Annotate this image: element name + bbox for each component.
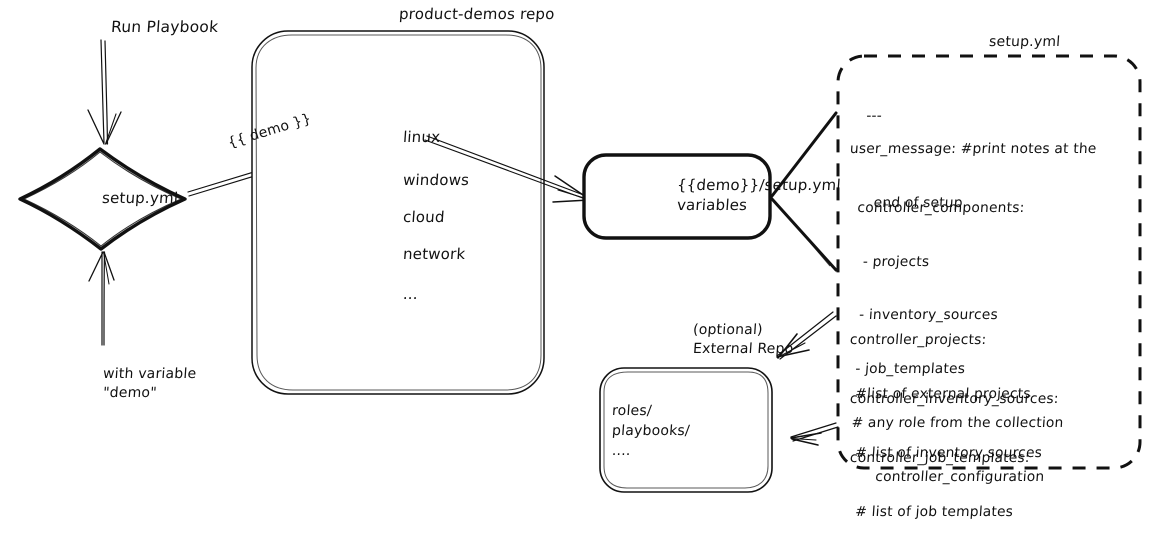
- repo-item-network: network: [402, 245, 466, 263]
- label-with-variable-line2: "demo": [102, 385, 158, 401]
- setup-yml-line: controller_inventory_sources:: [849, 390, 1060, 407]
- setup-yml-block-controller-job-templates: controller_job_templates: # list of job …: [843, 414, 1033, 557]
- label-product-demos-repo-title: product-demos repo: [398, 5, 556, 23]
- arrow-projects-to-external-repo: [776, 311, 837, 360]
- repo-item-cloud: cloud: [402, 208, 446, 226]
- node-setup-diamond: [18, 147, 187, 251]
- label-external-repo-title-line2: External Repo: [692, 341, 794, 357]
- diagram-vector-layer: [18, 30, 1142, 493]
- label-setup-diamond: setup.yml: [101, 189, 179, 207]
- external-repo-item-playbooks: playbooks/: [611, 423, 691, 439]
- setup-yml-line: # list of job templates: [845, 503, 1014, 520]
- node-vars-box: [582, 153, 772, 240]
- setup-yml-line: controller_components:: [856, 199, 1026, 216]
- external-repo-item-ellipsis: ....: [611, 443, 632, 459]
- repo-item-linux: linux: [402, 128, 441, 146]
- node-product-demos-repo-box: [251, 30, 545, 395]
- label-external-repo-title-line1: (optional): [692, 322, 764, 338]
- node-external-repo-box: [599, 367, 773, 493]
- diagram-canvas: Run Playbook with variable "demo" setup.…: [18, 5, 1142, 520]
- arrow-run-playbook: [87, 39, 122, 145]
- setup-yml-line: controller_job_templates:: [849, 449, 1031, 466]
- node-setup-yml-dashed-box: [836, 54, 1142, 470]
- setup-yml-line: - projects: [853, 253, 930, 270]
- arrow-with-variable: [88, 251, 115, 346]
- repo-item-ellipsis: ...: [402, 285, 419, 303]
- node-setup-diamond-inner-stroke: [23, 151, 183, 247]
- label-with-variable-line1: with variable: [102, 366, 197, 382]
- setup-yml-line: controller_projects:: [849, 331, 987, 348]
- node-external-repo-box-inner: [603, 371, 769, 489]
- label-setup-yml-title: setup.yml: [988, 34, 1061, 50]
- label-vars-box-line1: {{demo}}/setup.yml: [676, 176, 842, 194]
- setup-yml-line: user_message: #print notes at the: [849, 140, 1098, 157]
- node-product-demos-repo-box-inner: [255, 34, 542, 391]
- label-run-playbook: Run Playbook: [110, 18, 219, 36]
- repo-item-windows: windows: [402, 171, 470, 189]
- external-repo-item-roles: roles/: [611, 403, 653, 419]
- arrow-job-templates-to-external-repo: [790, 422, 839, 446]
- label-vars-box-line2: variables: [676, 196, 748, 214]
- connector-setup-to-vars-thin: [773, 199, 831, 267]
